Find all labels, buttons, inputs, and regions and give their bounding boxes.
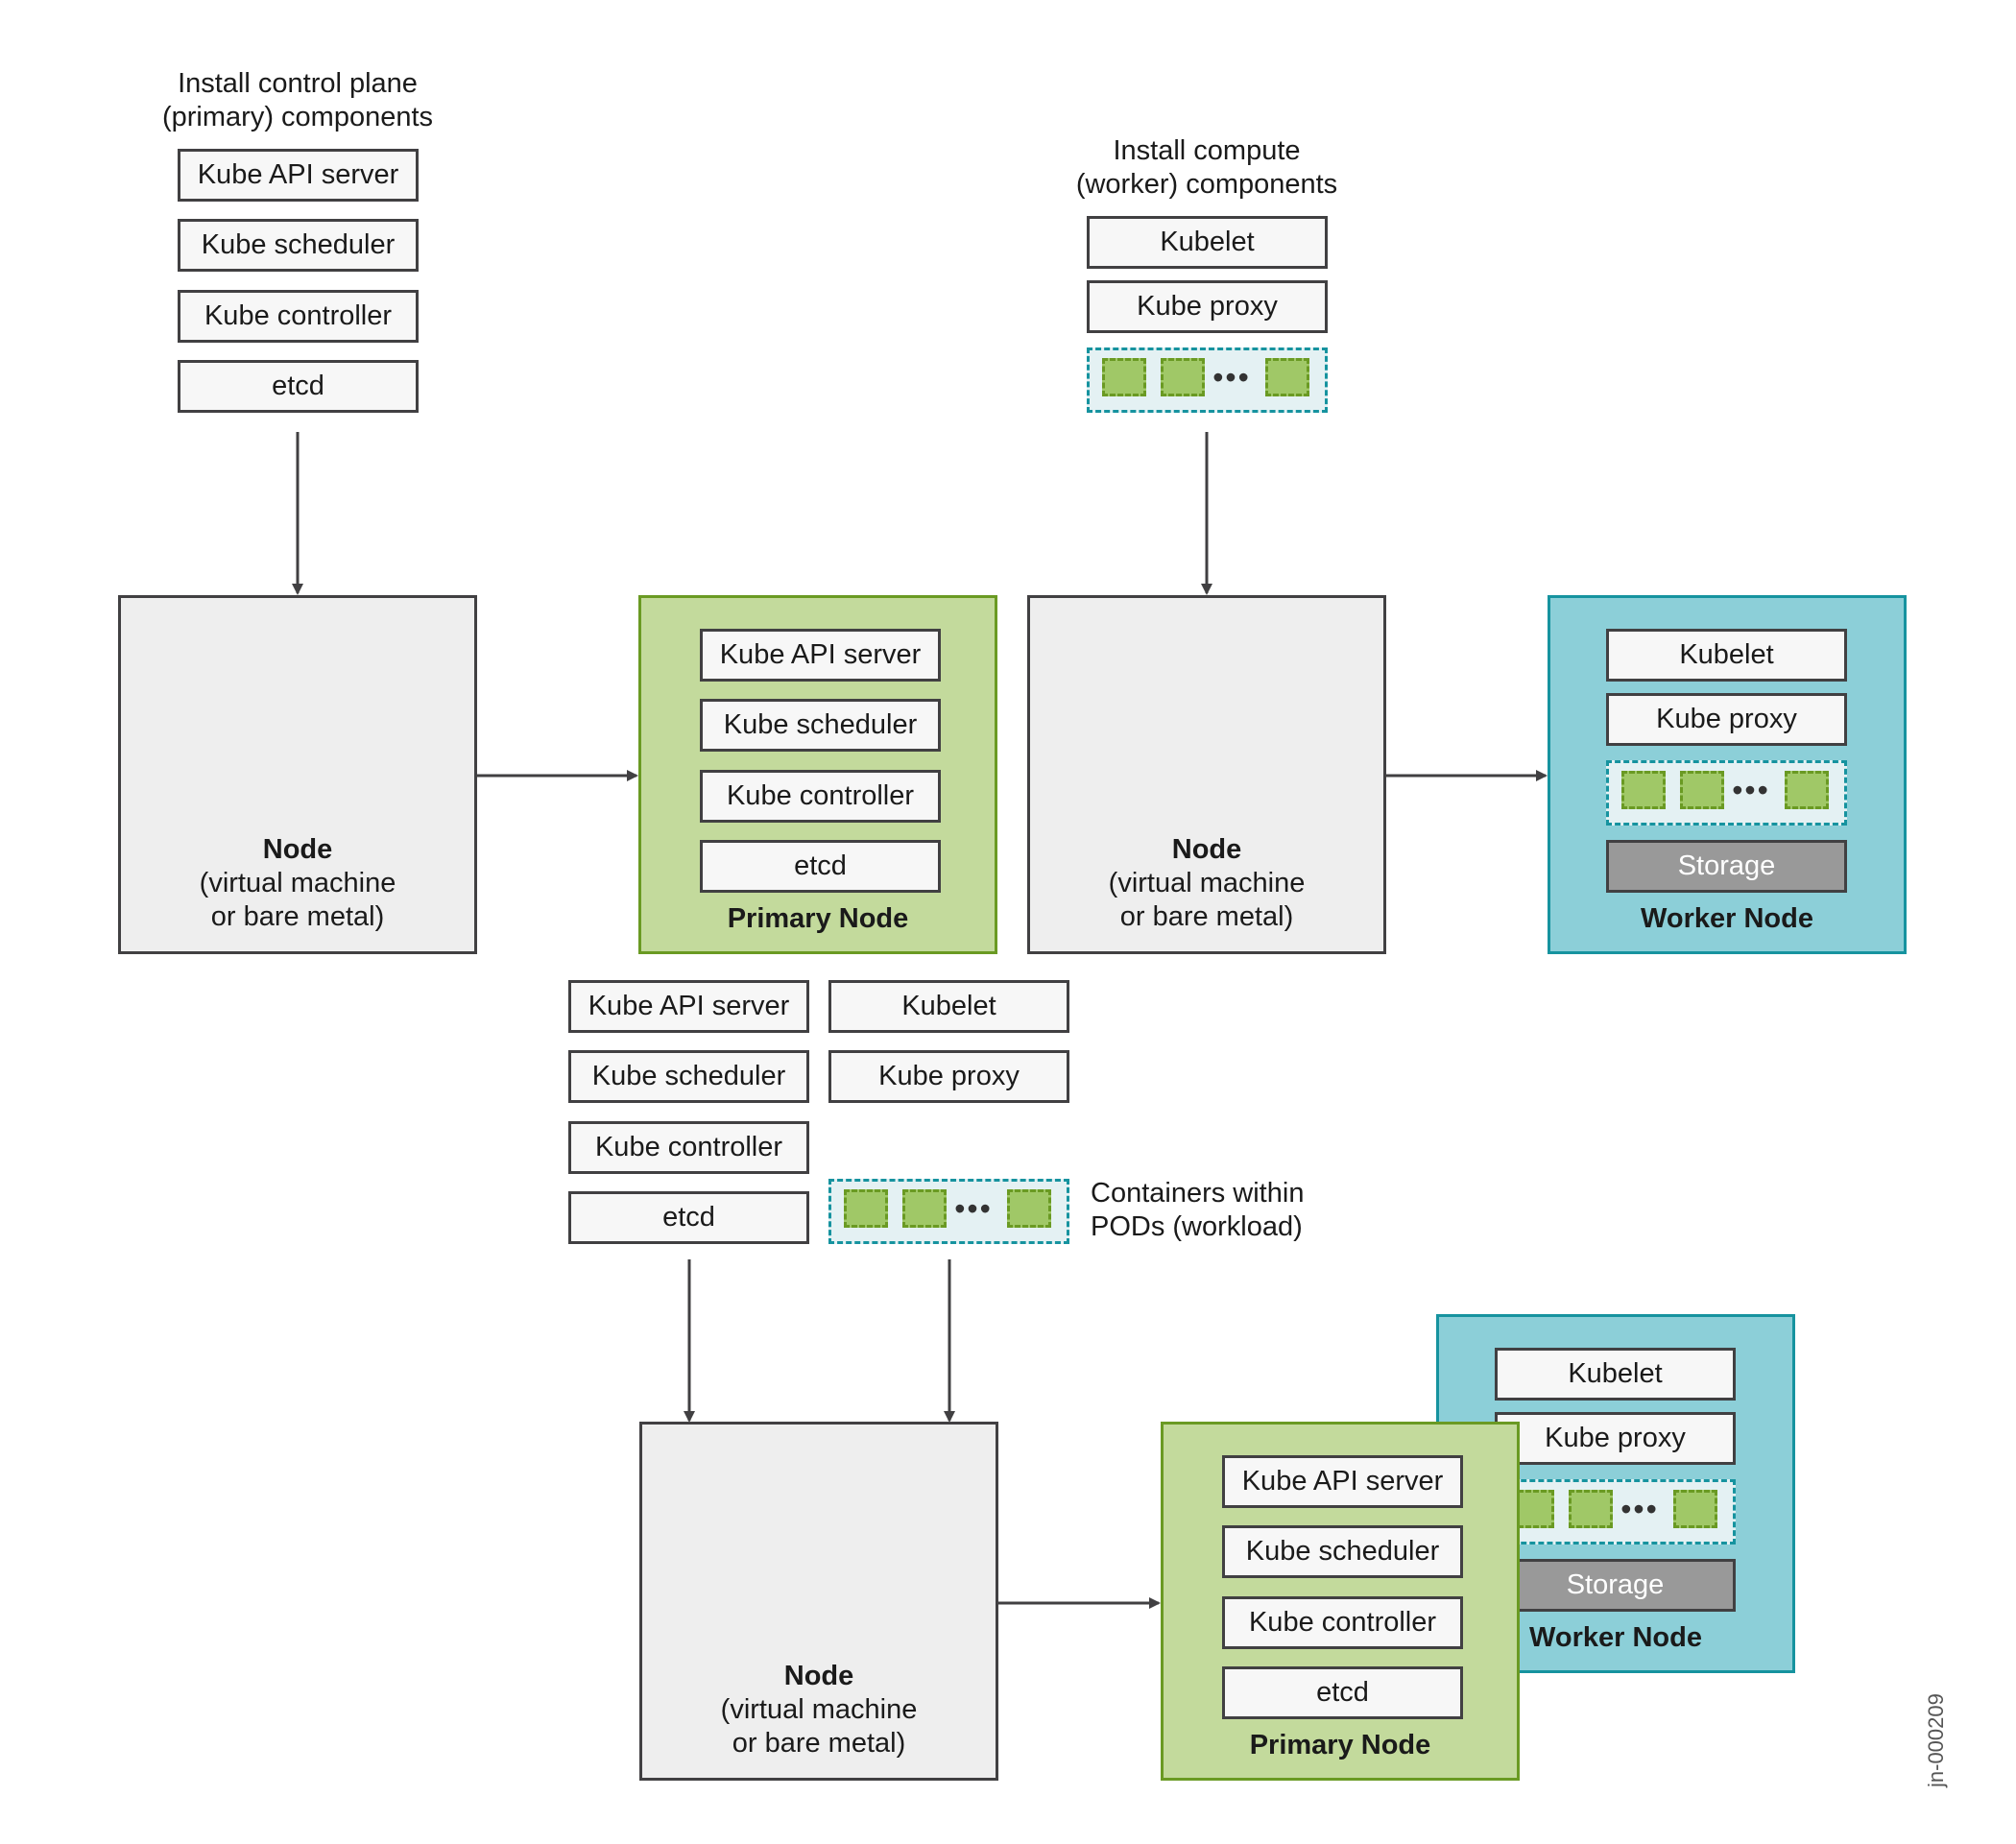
component-kube-proxy: Kube proxy: [828, 1050, 1069, 1103]
node-box: Node (virtual machine or bare metal): [118, 595, 477, 954]
worker-node-title: Worker Node: [1529, 1622, 1702, 1653]
pod-group: •••: [1087, 347, 1328, 413]
storage-block: Storage: [1606, 840, 1847, 893]
component-kube-api-server: Kube API server: [568, 980, 809, 1033]
component-etcd: etcd: [1222, 1666, 1463, 1719]
component-kube-scheduler: Kube scheduler: [568, 1050, 809, 1103]
component-kube-api-server: Kube API server: [700, 629, 941, 682]
ellipsis-icon: •••: [1732, 772, 1770, 807]
container-icon: [902, 1189, 947, 1228]
storage-block: Storage: [1495, 1559, 1736, 1612]
component-kube-controller: Kube controller: [1222, 1596, 1463, 1649]
component-kube-proxy: Kube proxy: [1495, 1412, 1736, 1465]
node-title: Node: [783, 1661, 854, 1691]
component-kubelet: Kubelet: [1606, 629, 1847, 682]
container-icon: [1569, 1490, 1613, 1528]
container-icon: [1621, 771, 1666, 809]
container-icon: [1007, 1189, 1051, 1228]
component-kubelet: Kubelet: [1495, 1348, 1736, 1401]
node-box: Node (virtual machine or bare metal): [639, 1422, 998, 1781]
figure-reference: jn-000209: [1924, 1693, 1948, 1787]
node-title: Node: [262, 834, 333, 865]
node-title: Node: [1171, 834, 1242, 865]
pod-group: •••: [1495, 1479, 1736, 1545]
component-kube-api-server: Kube API server: [1222, 1455, 1463, 1508]
primary-node-title: Primary Node: [727, 903, 909, 934]
component-kubelet: Kubelet: [1087, 216, 1328, 269]
component-etcd: etcd: [178, 360, 419, 413]
primary-node-title: Primary Node: [1249, 1730, 1431, 1760]
ellipsis-icon: •••: [1620, 1491, 1659, 1526]
component-kube-api-server: Kube API server: [178, 149, 419, 202]
component-etcd: etcd: [700, 840, 941, 893]
component-kube-scheduler: Kube scheduler: [1222, 1525, 1463, 1578]
container-icon: [1680, 771, 1724, 809]
container-icon: [1102, 358, 1146, 396]
component-kube-controller: Kube controller: [178, 290, 419, 343]
component-kube-controller: Kube controller: [700, 770, 941, 823]
node-subtitle: (virtual machine or bare metal): [199, 868, 396, 932]
container-icon: [1161, 358, 1205, 396]
containers-note: Containers within PODs (workload): [1091, 1178, 1305, 1242]
component-kube-scheduler: Kube scheduler: [178, 219, 419, 272]
pod-group: •••: [828, 1179, 1069, 1244]
component-kube-proxy: Kube proxy: [1087, 280, 1328, 333]
worker-node-title: Worker Node: [1641, 903, 1813, 934]
container-icon: [1265, 358, 1309, 396]
component-kube-controller: Kube controller: [568, 1121, 809, 1174]
container-icon: [1673, 1490, 1717, 1528]
control-plane-title: Install control plane (primary) componen…: [161, 68, 434, 132]
component-kube-proxy: Kube proxy: [1606, 693, 1847, 746]
component-kube-scheduler: Kube scheduler: [700, 699, 941, 752]
container-icon: [844, 1189, 888, 1228]
component-kubelet: Kubelet: [828, 980, 1069, 1033]
pod-group: •••: [1606, 760, 1847, 826]
primary-node: Kube API server Kube scheduler Kube cont…: [1161, 1422, 1520, 1781]
primary-node: Kube API server Kube scheduler Kube cont…: [638, 595, 997, 954]
ellipsis-icon: •••: [1212, 359, 1251, 395]
component-etcd: etcd: [568, 1191, 809, 1244]
compute-title: Install compute (worker) components: [1075, 135, 1338, 200]
node-box: Node (virtual machine or bare metal): [1027, 595, 1386, 954]
container-icon: [1785, 771, 1829, 809]
node-subtitle: (virtual machine or bare metal): [1108, 868, 1306, 932]
node-subtitle: (virtual machine or bare metal): [720, 1694, 918, 1759]
worker-node: Kubelet Kube proxy ••• Storage Worker No…: [1548, 595, 1907, 954]
ellipsis-icon: •••: [954, 1190, 993, 1226]
